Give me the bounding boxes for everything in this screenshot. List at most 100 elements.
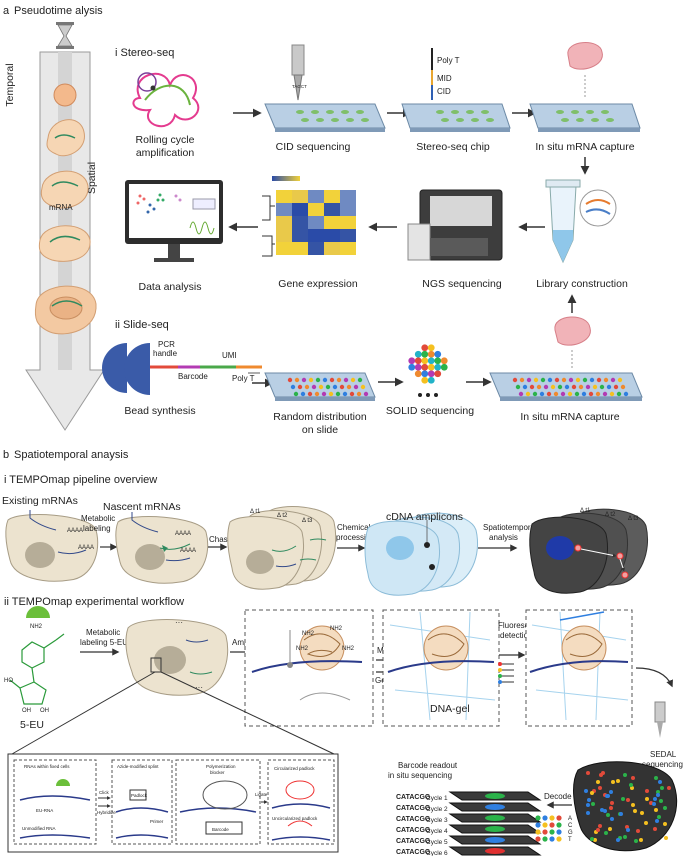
nh2-d: NH2 (342, 646, 355, 652)
decode-dot (549, 815, 555, 821)
tissue-spot (626, 828, 630, 832)
tissue-spot (611, 780, 615, 784)
decode-letter: A (568, 816, 572, 822)
decode-dot (556, 829, 562, 835)
bead (353, 384, 359, 390)
stereo-chip-label: Stereo-seq chip (416, 141, 490, 153)
inset-ligate: Ligate (255, 792, 268, 797)
tissue-spot (653, 827, 657, 831)
pipeline-cells-gel (364, 512, 478, 596)
tissue-spot (590, 791, 594, 795)
tissue-spot (631, 803, 635, 807)
bead-synthesis-illustration (102, 343, 262, 395)
bead (560, 391, 566, 397)
bead (532, 391, 538, 397)
cycle-label: Cycle 4 (426, 828, 448, 835)
bead (609, 391, 615, 397)
bead (616, 391, 622, 397)
bead (293, 391, 299, 397)
tissue-spot (600, 808, 604, 812)
ho-label: HO (4, 678, 13, 684)
solid-bead (427, 363, 435, 371)
tissue-spot (645, 797, 649, 801)
barcode-label: Barcode (178, 372, 208, 381)
bead (321, 391, 327, 397)
cycle-spot (485, 826, 505, 832)
oh-label-2: OH (40, 708, 49, 714)
stereo-seq-chip (401, 48, 511, 132)
inset-hybridize: Hybridize (97, 810, 116, 815)
bead (547, 377, 553, 383)
tissue-capture-chip-2 (489, 316, 643, 401)
bead-polyt-label: Poly T (232, 374, 255, 383)
decode-dot (556, 822, 562, 828)
decode-dot (556, 836, 562, 842)
existing-mrnas-label: Existing mRNAs (2, 495, 78, 507)
bead (567, 391, 573, 397)
bead (533, 377, 539, 383)
solid-bead (427, 344, 435, 352)
bead (356, 391, 362, 397)
bead (553, 391, 559, 397)
capture-2-label: In situ mRNA capture (520, 411, 619, 423)
dt1-label: Δ t1 (250, 509, 261, 515)
bead (599, 384, 605, 390)
gene-expression-label: Gene expression (278, 278, 358, 290)
heatmap-cell (276, 203, 292, 216)
spatial-label: Spatial (86, 162, 98, 194)
solid-bead (421, 363, 429, 371)
heatmap-cell (308, 216, 324, 229)
cycle-sequence: CATACGG (396, 849, 431, 856)
heatmap-cell (276, 229, 292, 242)
pipeline-cells-analysis (529, 508, 648, 594)
tissue-spot (586, 771, 590, 775)
decode-dot (542, 829, 548, 835)
rca-label-2: amplification (136, 147, 195, 159)
tissue-spot (654, 776, 658, 780)
decode-letter: C (568, 823, 573, 829)
bead (561, 377, 567, 383)
bead (529, 384, 535, 390)
inset-poly-blocker-1: Polymerization (206, 764, 236, 769)
heatmap-cell (340, 190, 356, 203)
bead (525, 391, 531, 397)
tissue-spot (639, 838, 643, 842)
tissue-spot (621, 797, 625, 801)
tissue-spot (654, 808, 658, 812)
solid-bead (414, 363, 422, 371)
bead (308, 377, 314, 383)
bead (592, 384, 598, 390)
decode-dot (542, 836, 548, 842)
inset-unmodified: Unmodified RNA (22, 826, 56, 831)
cid-sequencing-label: CID sequencing (276, 141, 351, 153)
heatmap-cell (340, 216, 356, 229)
solid-bead (408, 363, 416, 371)
gelation-panel (382, 609, 500, 727)
bead (301, 377, 307, 383)
tissue-spot (616, 838, 620, 842)
section-a-letter: a (3, 5, 10, 17)
cycle-label: Cycle 1 (426, 795, 448, 802)
labeled-cell: ··· ··· (125, 618, 229, 696)
solid-bead (434, 350, 442, 358)
bead (346, 384, 352, 390)
solid-bead (440, 363, 448, 371)
inset-circularized: Circularized padlock (274, 766, 315, 771)
solid-bead (427, 370, 435, 378)
tissue-spot (604, 831, 608, 835)
cycle-sequence: CATACGG (396, 794, 431, 801)
tissue-spot (652, 802, 656, 806)
heatmap-cell (340, 203, 356, 216)
umi-label: UMI (222, 351, 237, 360)
random-dist-label-2: on slide (302, 424, 338, 436)
data-analysis-label: Data analysis (138, 281, 201, 293)
bead (519, 377, 525, 383)
bead (554, 377, 560, 383)
sedal-label-2: sequencing (642, 760, 683, 769)
bead (568, 377, 574, 383)
dt3-label-b: Δ t3 (628, 516, 639, 522)
five-eu-molecule (9, 606, 65, 705)
inset-panel (7, 753, 339, 853)
